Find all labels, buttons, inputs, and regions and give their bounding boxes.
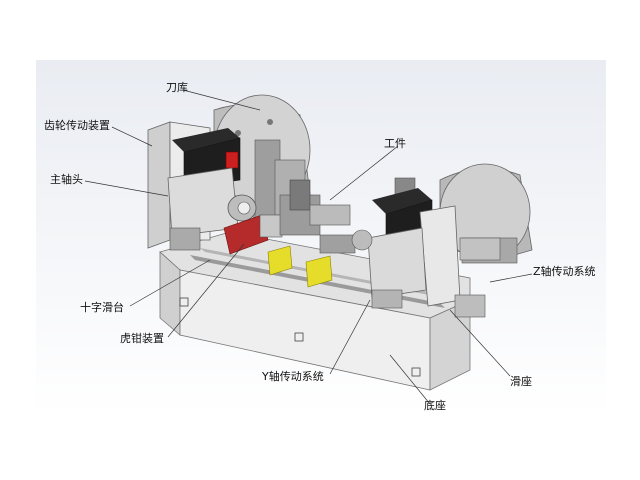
label-vise: 虎钳装置	[120, 332, 164, 345]
leader-workpiece	[329, 145, 399, 201]
vise-device	[223, 214, 283, 255]
label-gear-drive: 齿轮传动装置	[44, 119, 110, 132]
label-slide-seat: 滑座	[510, 375, 532, 388]
leader-spindle-head	[84, 180, 169, 197]
spindle-head-right	[351, 188, 501, 318]
leader-z-axis	[489, 273, 533, 283]
center-fixture	[267, 179, 356, 288]
label-workpiece: 工件	[384, 137, 406, 150]
leader-cross-slide	[129, 259, 211, 307]
spindle-head-left	[147, 121, 257, 251]
leader-base	[389, 354, 431, 405]
label-base: 底座	[424, 399, 446, 412]
leader-tool-magazine	[182, 89, 261, 111]
label-tool-magazine: 刀库	[166, 81, 188, 94]
leader-lines	[84, 89, 533, 405]
label-spindle-head: 主轴头	[50, 173, 83, 186]
leader-vise	[167, 243, 245, 338]
leader-y-axis	[329, 299, 371, 375]
label-y-axis: Y轴传动系统	[262, 370, 324, 383]
leader-slide-seat	[449, 309, 511, 377]
leader-gear-drive	[111, 126, 153, 147]
label-cross-slide: 十字滑台	[80, 301, 124, 314]
label-z-axis: Z轴传动系统	[533, 265, 596, 278]
